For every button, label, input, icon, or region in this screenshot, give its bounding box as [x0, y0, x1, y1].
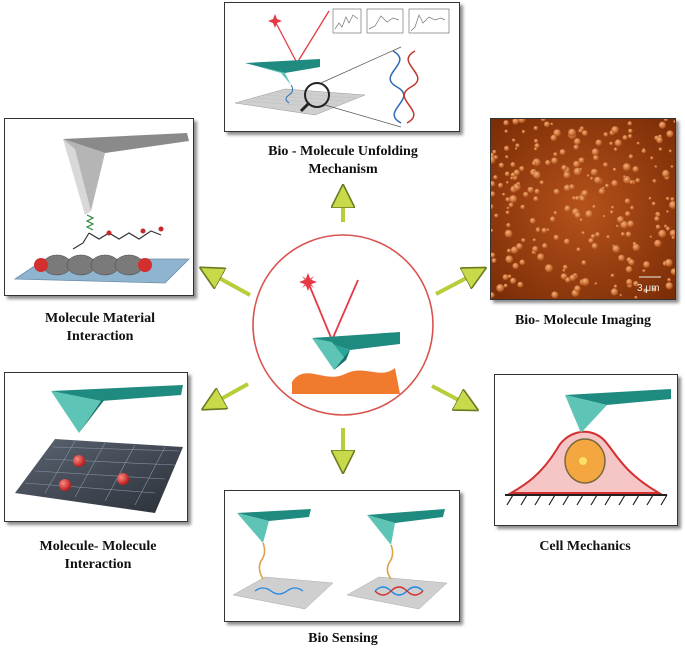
- panel-cell-mechanics: [494, 374, 678, 526]
- panel-molecule-molecule: [4, 372, 188, 522]
- panel-molecule-material: [4, 118, 194, 296]
- scale-bar-label: 3 μm: [637, 283, 659, 294]
- arrow-lower-right: [431, 384, 468, 405]
- label-imaging: Bio- Molecule Imaging: [514, 313, 652, 328]
- arrow-lower-left: [212, 382, 249, 404]
- label-unfolding: Bio - Molecule Unfolding Mechanism: [268, 144, 418, 177]
- center-afm-icon: [250, 232, 436, 418]
- label-molecule-molecule: Molecule- Molecule Interaction: [39, 539, 157, 572]
- label-bio-sensing: Bio Sensing: [308, 631, 378, 646]
- panel-bio-sensing: [224, 490, 460, 622]
- panel-unfolding: [224, 2, 460, 132]
- panel-imaging: 3 μm: [490, 118, 676, 300]
- label-molecule-material: Molecule Material Interaction: [44, 311, 155, 344]
- arrow-upper-right: [435, 273, 476, 296]
- arrow-upper-left: [210, 273, 251, 297]
- label-cell-mechanics: Cell Mechanics: [539, 539, 631, 554]
